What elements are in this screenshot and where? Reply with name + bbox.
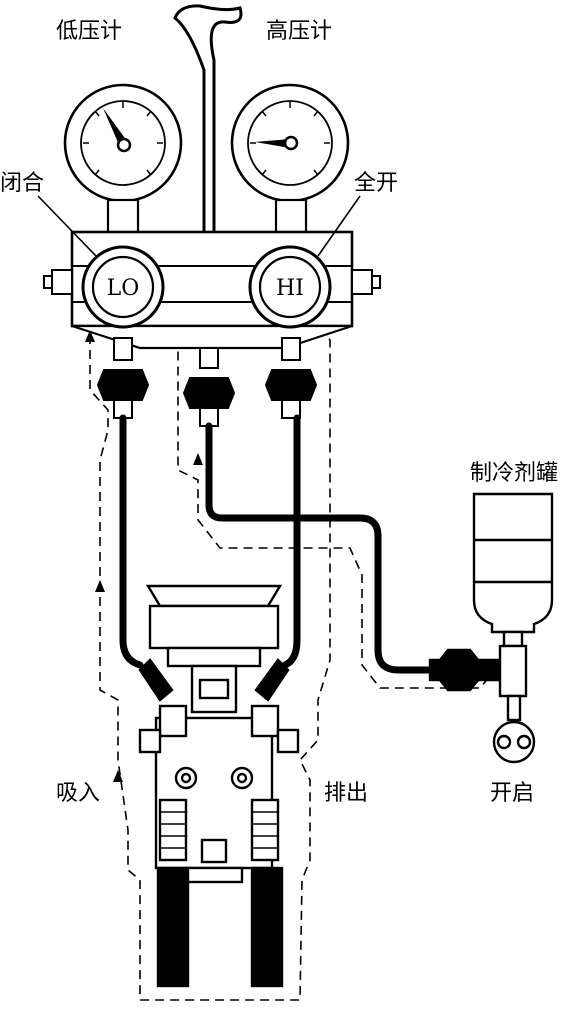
open-label: 开启: [490, 781, 534, 806]
lo-valve-knob: LO: [81, 245, 165, 329]
leader-lines: [37, 195, 361, 257]
refrigerant-can: [428, 492, 554, 764]
high-pressure-gauge: [230, 83, 350, 238]
discharge-label: 排出: [324, 781, 368, 806]
hi-knob-label: HI: [276, 276, 304, 301]
hoses: [119, 414, 444, 674]
low-gauge-label: 低压计: [56, 19, 122, 44]
fitting-middle: [182, 347, 236, 427]
service-hose: [205, 422, 444, 674]
hose-fittings: [96, 337, 318, 427]
suction-label: 吸入: [56, 781, 100, 806]
fitting-left: [96, 337, 150, 419]
low-pressure-gauge: [63, 83, 183, 238]
hi-valve-knob: HI: [248, 245, 332, 329]
closed-label: 闭合: [0, 171, 44, 196]
low-gauge-needle: [103, 108, 127, 147]
refrigerant-can-label: 制冷剂罐: [470, 461, 558, 486]
top-hose-handle: [173, 4, 243, 232]
fitting-right: [264, 337, 318, 419]
compressor: [138, 584, 300, 988]
fully-open-label: 全开: [354, 171, 398, 196]
flow-arrows: [85, 330, 203, 782]
high-gauge-label: 高压计: [266, 19, 332, 44]
tap-valve-handle: [492, 720, 536, 764]
low-side-hose: [119, 414, 144, 669]
lo-knob-label: LO: [107, 276, 140, 301]
high-gauge-needle: [255, 139, 290, 148]
high-side-hose: [281, 414, 301, 669]
